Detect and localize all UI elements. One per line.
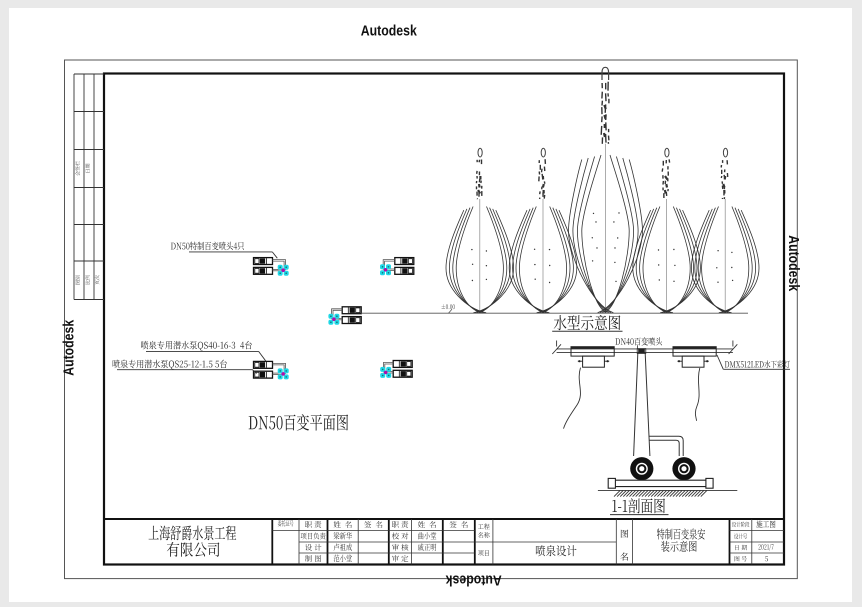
svg-text:Autodesk: Autodesk <box>445 571 502 588</box>
svg-text:Autodesk: Autodesk <box>361 22 418 39</box>
svg-text:Autodesk: Autodesk <box>785 235 802 292</box>
svg-text:Autodesk: Autodesk <box>60 319 77 376</box>
